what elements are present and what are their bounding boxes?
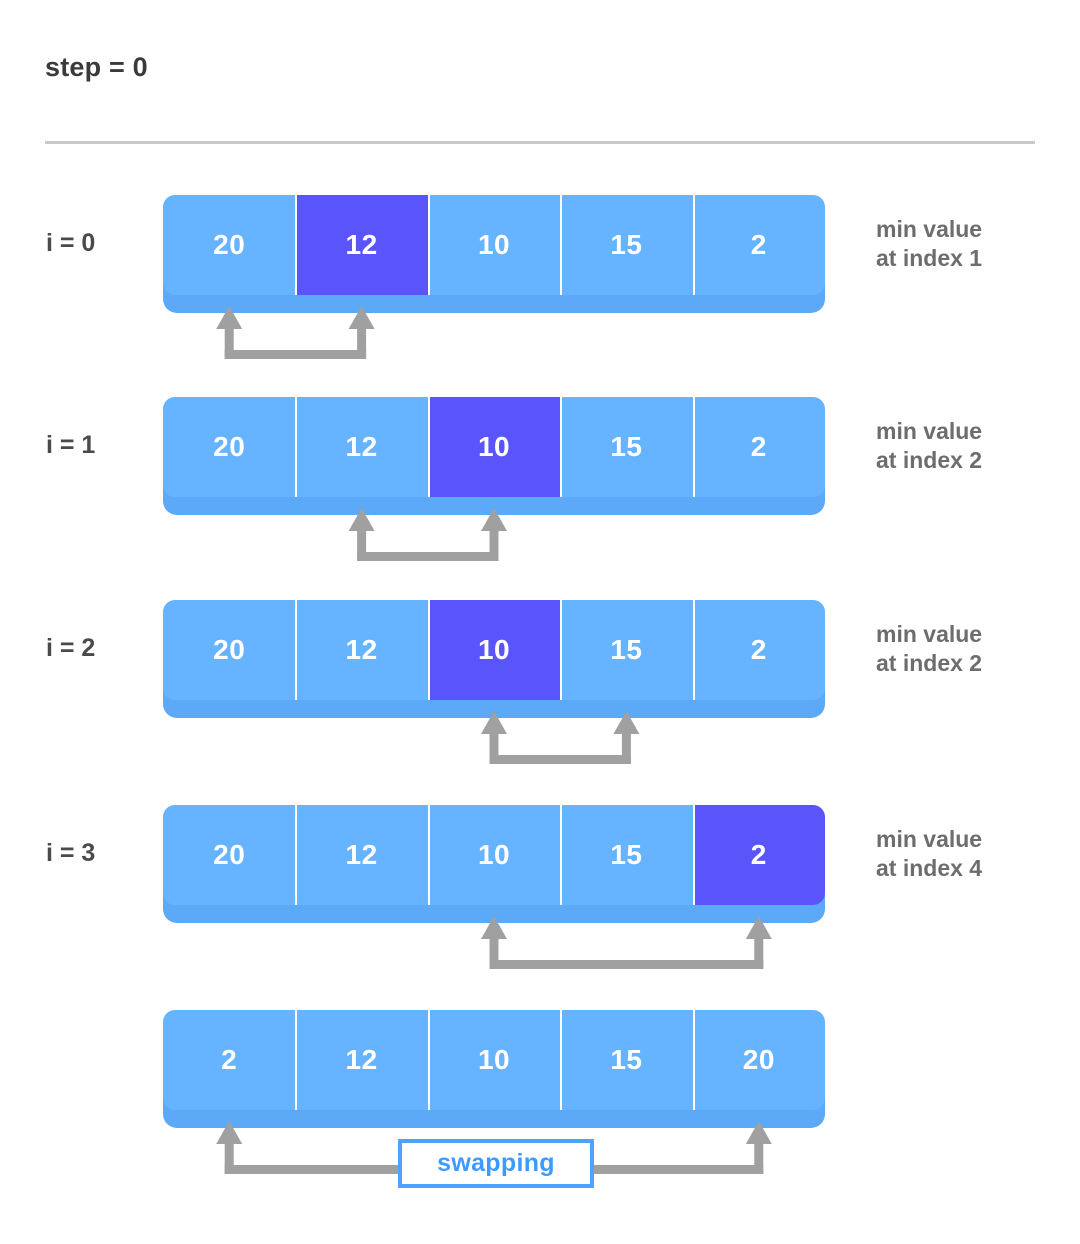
row-index-label: i = 3 <box>46 839 96 867</box>
min-value-note-line2: at index 2 <box>876 447 983 474</box>
array-cell[interactable]: 15 <box>560 195 693 295</box>
min-value-note: min value at index 4 <box>876 825 1076 884</box>
array-cell-value: 2 <box>221 1044 238 1075</box>
array-cells: 2 12 10 15 20 <box>163 1010 825 1110</box>
min-value-note-line2: at index 2 <box>876 650 983 677</box>
array-cell[interactable]: 2 <box>692 600 825 700</box>
array-cell-value: 2 <box>750 229 767 260</box>
array-cell-value: 20 <box>213 431 246 462</box>
header-divider <box>45 141 1035 144</box>
array-cell[interactable]: 20 <box>163 397 296 497</box>
min-value-note-line1: min value <box>876 621 983 647</box>
array-cell-value: 15 <box>610 634 643 665</box>
array-cell-value: 2 <box>750 431 767 462</box>
array-cell[interactable]: 20 <box>163 600 296 700</box>
array-cells: 20 12 10 15 2 <box>163 805 825 905</box>
array-cell-value: 12 <box>345 431 378 462</box>
array-cell-value: 2 <box>750 839 767 870</box>
array-cell-highlighted[interactable]: 10 <box>427 397 561 497</box>
array-cell-value: 12 <box>345 839 378 870</box>
array-cell[interactable]: 2 <box>692 397 825 497</box>
min-value-note-line1: min value <box>876 826 983 852</box>
array-cell[interactable]: 2 <box>163 1010 296 1110</box>
array-cell-value: 15 <box>610 839 643 870</box>
array-cell[interactable]: 20 <box>692 1010 825 1110</box>
array-cell[interactable]: 12 <box>295 805 428 905</box>
array-cell-value: 20 <box>742 1044 775 1075</box>
array-cell[interactable]: 15 <box>560 1010 693 1110</box>
array-cell-value: 20 <box>213 634 246 665</box>
swap-arrow-pair <box>163 708 825 788</box>
swap-arrow-graphic <box>481 916 772 969</box>
swap-arrow-pair <box>163 303 825 383</box>
swap-arrow-pair <box>163 505 825 585</box>
swap-arrow-pair <box>163 913 825 993</box>
array-cell[interactable]: 2 <box>692 195 825 295</box>
swap-arrow-graphic <box>216 306 375 359</box>
array-cell-value: 10 <box>477 431 511 462</box>
array-cell-value: 12 <box>345 1044 378 1075</box>
array-cell[interactable]: 15 <box>560 805 693 905</box>
swap-arrow-graphic <box>348 508 507 561</box>
array-cell-value: 10 <box>477 634 511 665</box>
array-cell-value: 20 <box>213 839 246 870</box>
row-index-label: i = 0 <box>46 229 96 257</box>
array-cell-value: 2 <box>750 634 767 665</box>
array-cells: 20 12 10 15 2 <box>163 600 825 700</box>
array-cell[interactable]: 12 <box>295 397 428 497</box>
min-value-note: min value at index 2 <box>876 417 1076 476</box>
min-value-note-line2: at index 4 <box>876 855 983 882</box>
min-value-note-line1: min value <box>876 216 983 242</box>
array-cell-value: 10 <box>477 839 511 870</box>
array-cell-value: 12 <box>345 634 378 665</box>
array-cells: 20 12 10 15 2 <box>163 397 825 497</box>
min-value-note: min value at index 2 <box>876 620 1076 679</box>
array-cell[interactable]: 12 <box>295 600 428 700</box>
array-cell-value: 12 <box>345 229 378 260</box>
array-cell-value: 15 <box>610 1044 643 1075</box>
array-cells: 20 12 10 15 2 <box>163 195 825 295</box>
array-cell-highlighted[interactable]: 10 <box>427 600 561 700</box>
array-cell-value: 10 <box>477 1044 511 1075</box>
array-cell[interactable]: 15 <box>560 600 693 700</box>
array-cell[interactable]: 10 <box>427 1010 561 1110</box>
array-cell-value: 15 <box>610 431 643 462</box>
array-cell[interactable]: 20 <box>163 195 296 295</box>
min-value-note: min value at index 1 <box>876 215 1076 274</box>
min-value-note-line2: at index 1 <box>876 245 983 272</box>
array-cell-highlighted[interactable]: 2 <box>692 805 825 905</box>
step-label: step = 0 <box>45 52 148 82</box>
array-cell-value: 20 <box>213 229 246 260</box>
array-cell-value: 15 <box>610 229 643 260</box>
row-index-label: i = 2 <box>46 634 96 662</box>
array-cell[interactable]: 20 <box>163 805 296 905</box>
array-cell[interactable]: 15 <box>560 397 693 497</box>
array-cell[interactable]: 10 <box>427 195 561 295</box>
swap-arrow-graphic <box>481 711 640 764</box>
array-cell-value: 10 <box>477 229 511 260</box>
row-index-label: i = 1 <box>46 431 96 459</box>
swapping-badge: swapping <box>398 1139 594 1188</box>
min-value-note-line1: min value <box>876 418 983 444</box>
array-cell[interactable]: 10 <box>427 805 561 905</box>
array-cell[interactable]: 12 <box>295 1010 428 1110</box>
swapping-badge-label: swapping <box>437 1149 555 1177</box>
array-cell-highlighted[interactable]: 12 <box>295 195 428 295</box>
